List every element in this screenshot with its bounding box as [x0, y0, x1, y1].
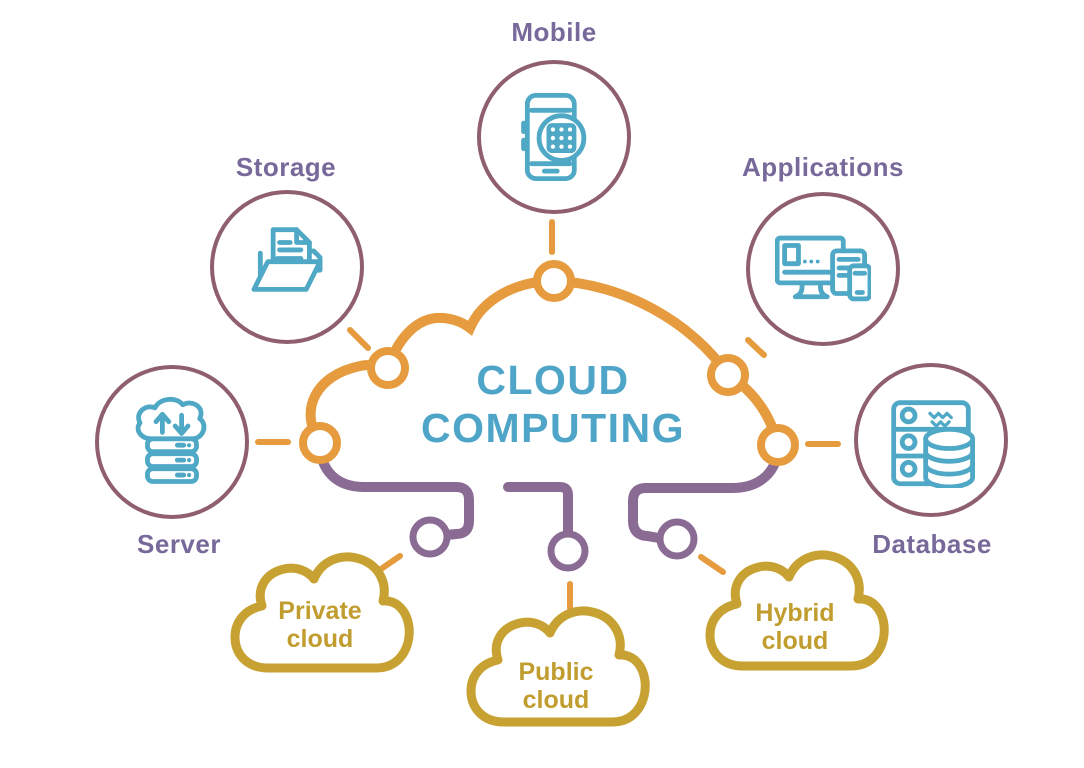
junction-top — [533, 260, 575, 302]
label-storage: Storage — [235, 152, 337, 182]
cloud-bottom-purple-pipes — [315, 438, 783, 543]
junction-upper-left — [367, 347, 409, 389]
dash-storage — [347, 327, 371, 351]
purple-pipe-right — [628, 440, 783, 543]
junction-right — [757, 424, 799, 466]
server-icon — [135, 396, 207, 484]
junction-left — [299, 422, 341, 464]
public-cloud-shape — [466, 606, 650, 727]
label-database: Database — [872, 529, 992, 559]
dash-applications — [745, 337, 767, 358]
node-applications — [746, 192, 900, 346]
database-icon — [891, 400, 975, 488]
node-storage — [210, 190, 364, 344]
private-cloud-line1: Private — [278, 597, 362, 625]
label-server: Server — [137, 529, 221, 559]
orange-junction-circles — [299, 260, 799, 466]
small-clouds — [230, 550, 889, 727]
public-cloud-line1: Public — [518, 658, 594, 686]
label-applications: Applications — [741, 152, 904, 182]
private-cloud-label: Private cloud — [220, 597, 420, 653]
node-server — [95, 365, 249, 519]
hybrid-cloud-line2: cloud — [761, 627, 829, 655]
node-mobile — [477, 60, 631, 214]
public-cloud-label: Public cloud — [456, 658, 656, 714]
title-line-1: CLOUD — [476, 357, 630, 403]
hybrid-cloud-label: Hybrid cloud — [695, 599, 895, 655]
purple-pipe-left — [315, 438, 474, 540]
junction-bottom-left — [409, 516, 451, 558]
applications-icon — [775, 235, 871, 302]
dash-hybrid-cloud — [698, 554, 726, 575]
hybrid-cloud-shape — [705, 550, 889, 671]
private-cloud-line2: cloud — [286, 625, 354, 653]
node-database — [854, 363, 1008, 517]
private-cloud-shape — [230, 552, 414, 673]
purple-pipe-center — [503, 482, 573, 537]
dash-private-cloud — [375, 553, 403, 574]
storage-icon — [251, 227, 323, 292]
mobile-icon — [521, 93, 587, 181]
page-title: CLOUD COMPUTING — [353, 356, 753, 452]
junction-upper-right — [707, 354, 749, 396]
label-mobile: Mobile — [511, 17, 597, 47]
purple-junction-circles — [409, 516, 698, 572]
public-cloud-line2: cloud — [522, 686, 590, 714]
junction-bottom-center — [547, 530, 589, 572]
dash-connectors — [255, 219, 841, 611]
junction-bottom-right — [656, 518, 698, 560]
title-line-2: COMPUTING — [420, 405, 686, 451]
hybrid-cloud-line1: Hybrid — [755, 599, 835, 627]
